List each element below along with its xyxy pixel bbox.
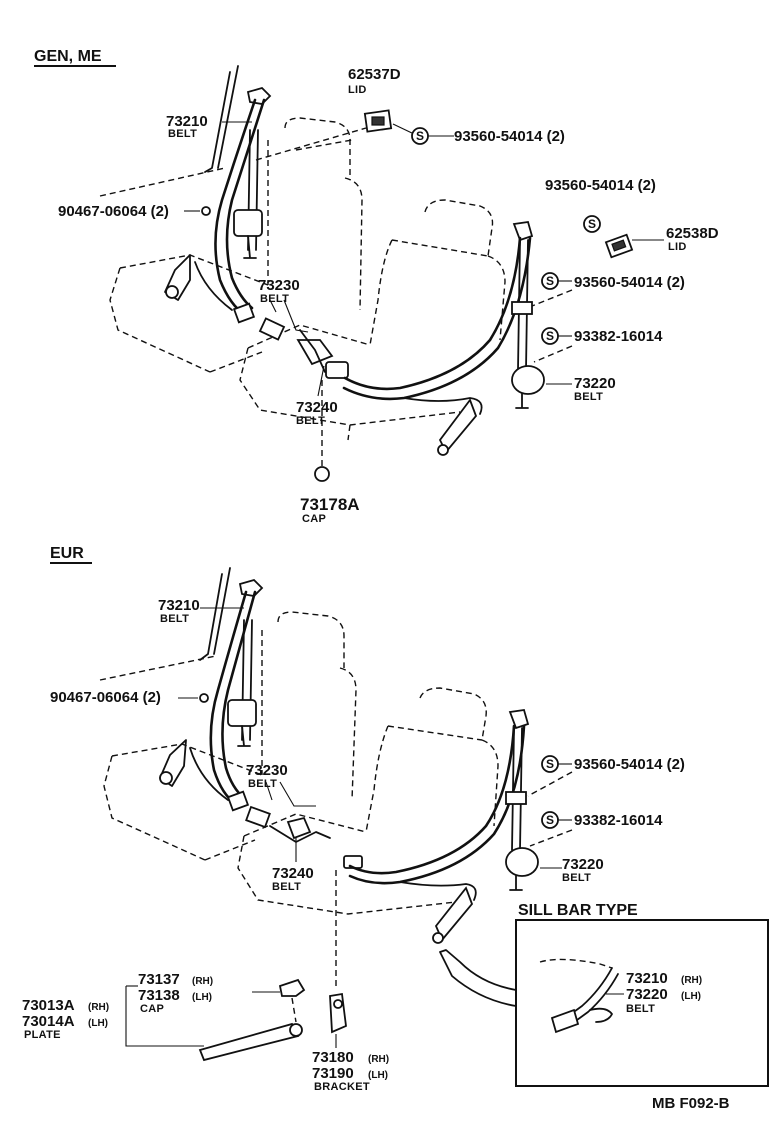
svg-text:PLATE: PLATE [24, 1029, 61, 1041]
lid-62537d-part [255, 109, 393, 161]
eur-label-90467: 90467-06064 (2) [50, 689, 161, 706]
eur-label-73240: 73240 [272, 865, 314, 882]
section-lower-parts: 73137 (RH) 73138 (LH) CAP 73013A (RH) 73… [22, 902, 769, 1112]
eur-right-seat-outline [237, 687, 499, 915]
section-eur: EUR [50, 545, 685, 990]
label-73013a: 73013A [22, 997, 75, 1014]
bracket-73180-part [329, 992, 347, 1034]
svg-text:(LH): (LH) [368, 1070, 388, 1081]
label-93560-right-mid: 93560-54014 (2) [574, 274, 685, 291]
svg-text:(LH): (LH) [681, 991, 701, 1002]
plate-73013a-part [198, 1022, 303, 1062]
svg-text:BELT: BELT [574, 391, 603, 403]
svg-text:S: S [416, 129, 424, 143]
section-title-eur: EUR [50, 545, 84, 562]
label-62538d: 62538D [666, 225, 719, 242]
svg-text:(RH): (RH) [192, 976, 213, 987]
label-73220: 73220 [574, 375, 616, 392]
label-73210: 73210 [166, 113, 208, 130]
eur-buckle-73230-73240 [226, 790, 363, 869]
section-gen-me: GEN, ME [34, 48, 719, 525]
left-belt-73210 [164, 86, 272, 317]
label-73014a: 73014A [22, 1013, 75, 1030]
eur-right-belt-73220 [348, 708, 539, 944]
label-73137: 73137 [138, 971, 180, 988]
svg-text:BELT: BELT [626, 1003, 655, 1015]
eur-label-73210: 73210 [158, 597, 200, 614]
svg-text:(RH): (RH) [681, 975, 702, 986]
svg-text:BELT: BELT [168, 128, 197, 140]
eur-label-73230: 73230 [246, 762, 288, 779]
right-seat-outline [239, 199, 506, 441]
label-73138: 73138 [138, 987, 180, 1004]
svg-text:(RH): (RH) [88, 1002, 109, 1013]
svg-text:LID: LID [668, 241, 687, 253]
svg-text:BRACKET: BRACKET [314, 1081, 370, 1093]
label-73220-lh: 73220 [626, 986, 668, 1003]
svg-text:LID: LID [348, 84, 367, 96]
label-73210-rh: 73210 [626, 970, 668, 987]
eur-label-93560: 93560-54014 (2) [574, 756, 685, 773]
label-93382: 93382-16014 [574, 328, 663, 345]
right-belt-73220 [342, 220, 545, 456]
eur-left-belt-73210 [159, 578, 264, 806]
svg-text:S: S [588, 217, 596, 231]
diagram-code: MB F092-B [652, 1095, 730, 1112]
svg-text:BELT: BELT [272, 881, 301, 893]
sill-bar-title: SILL BAR TYPE [518, 902, 638, 919]
label-93560-top: 93560-54014 (2) [454, 128, 565, 145]
label-73180: 73180 [312, 1049, 354, 1066]
lid-62538d-part: S [583, 215, 664, 259]
svg-text:CAP: CAP [302, 513, 326, 525]
svg-text:(RH): (RH) [368, 1054, 389, 1065]
label-93560-right-top: 93560-54014 (2) [545, 177, 656, 194]
svg-text:S: S [546, 813, 554, 827]
buckle-73230-73240 [232, 302, 349, 379]
label-90467: 90467-06064 (2) [58, 203, 169, 220]
svg-text:(LH): (LH) [192, 992, 212, 1003]
svg-text:BELT: BELT [248, 778, 277, 790]
svg-text:S: S [546, 274, 554, 288]
label-73190: 73190 [312, 1065, 354, 1082]
eur-label-73220: 73220 [562, 856, 604, 873]
svg-text:BELT: BELT [296, 415, 325, 427]
label-62537d: 62537D [348, 66, 401, 83]
sill-bar-detail [539, 958, 624, 1034]
eur-label-93382: 93382-16014 [574, 812, 663, 829]
section-title-gen-me: GEN, ME [34, 48, 102, 65]
svg-text:BELT: BELT [160, 613, 189, 625]
svg-text:CAP: CAP [140, 1003, 164, 1015]
svg-text:S: S [546, 329, 554, 343]
svg-text:S: S [546, 757, 554, 771]
label-73230: 73230 [258, 277, 300, 294]
label-73178a: 73178A [300, 495, 360, 514]
svg-text:BELT: BELT [562, 872, 591, 884]
svg-text:BELT: BELT [260, 293, 289, 305]
svg-text:(LH): (LH) [88, 1018, 108, 1029]
label-73240: 73240 [296, 399, 338, 416]
